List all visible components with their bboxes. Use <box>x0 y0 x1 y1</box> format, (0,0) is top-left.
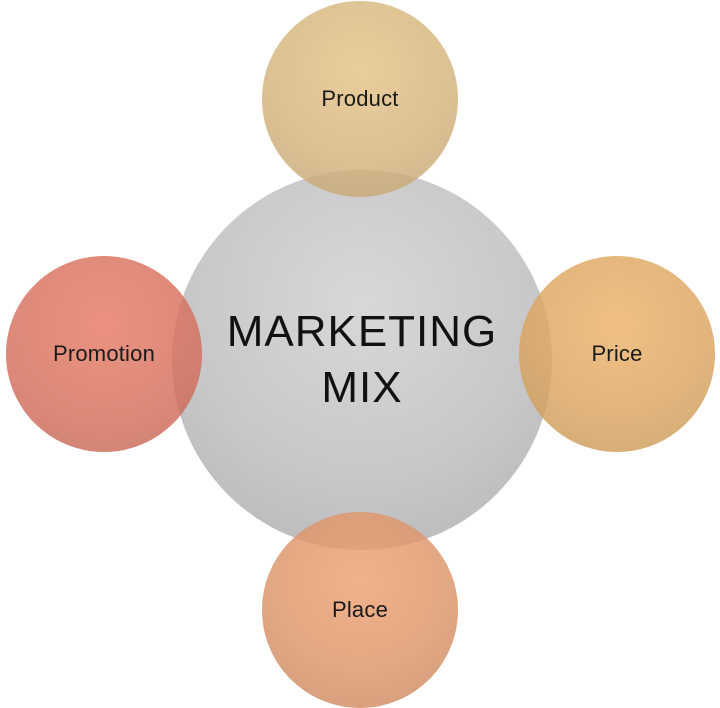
center-circle: MARKETING MIX <box>172 170 552 550</box>
place-label: Place <box>331 597 389 622</box>
product-circle: Product <box>262 1 458 197</box>
price-circle: Price <box>519 256 715 452</box>
center-title-line2: MIX <box>321 363 403 412</box>
price-label: Price <box>591 341 643 366</box>
promotion-circle: Promotion <box>6 256 202 452</box>
promotion-label: Promotion <box>52 341 156 366</box>
place-circle: Place <box>262 512 458 708</box>
product-label: Product <box>321 86 399 111</box>
center-title-line1: MARKETING <box>226 307 498 356</box>
center-title: MARKETING MIX <box>227 304 498 416</box>
